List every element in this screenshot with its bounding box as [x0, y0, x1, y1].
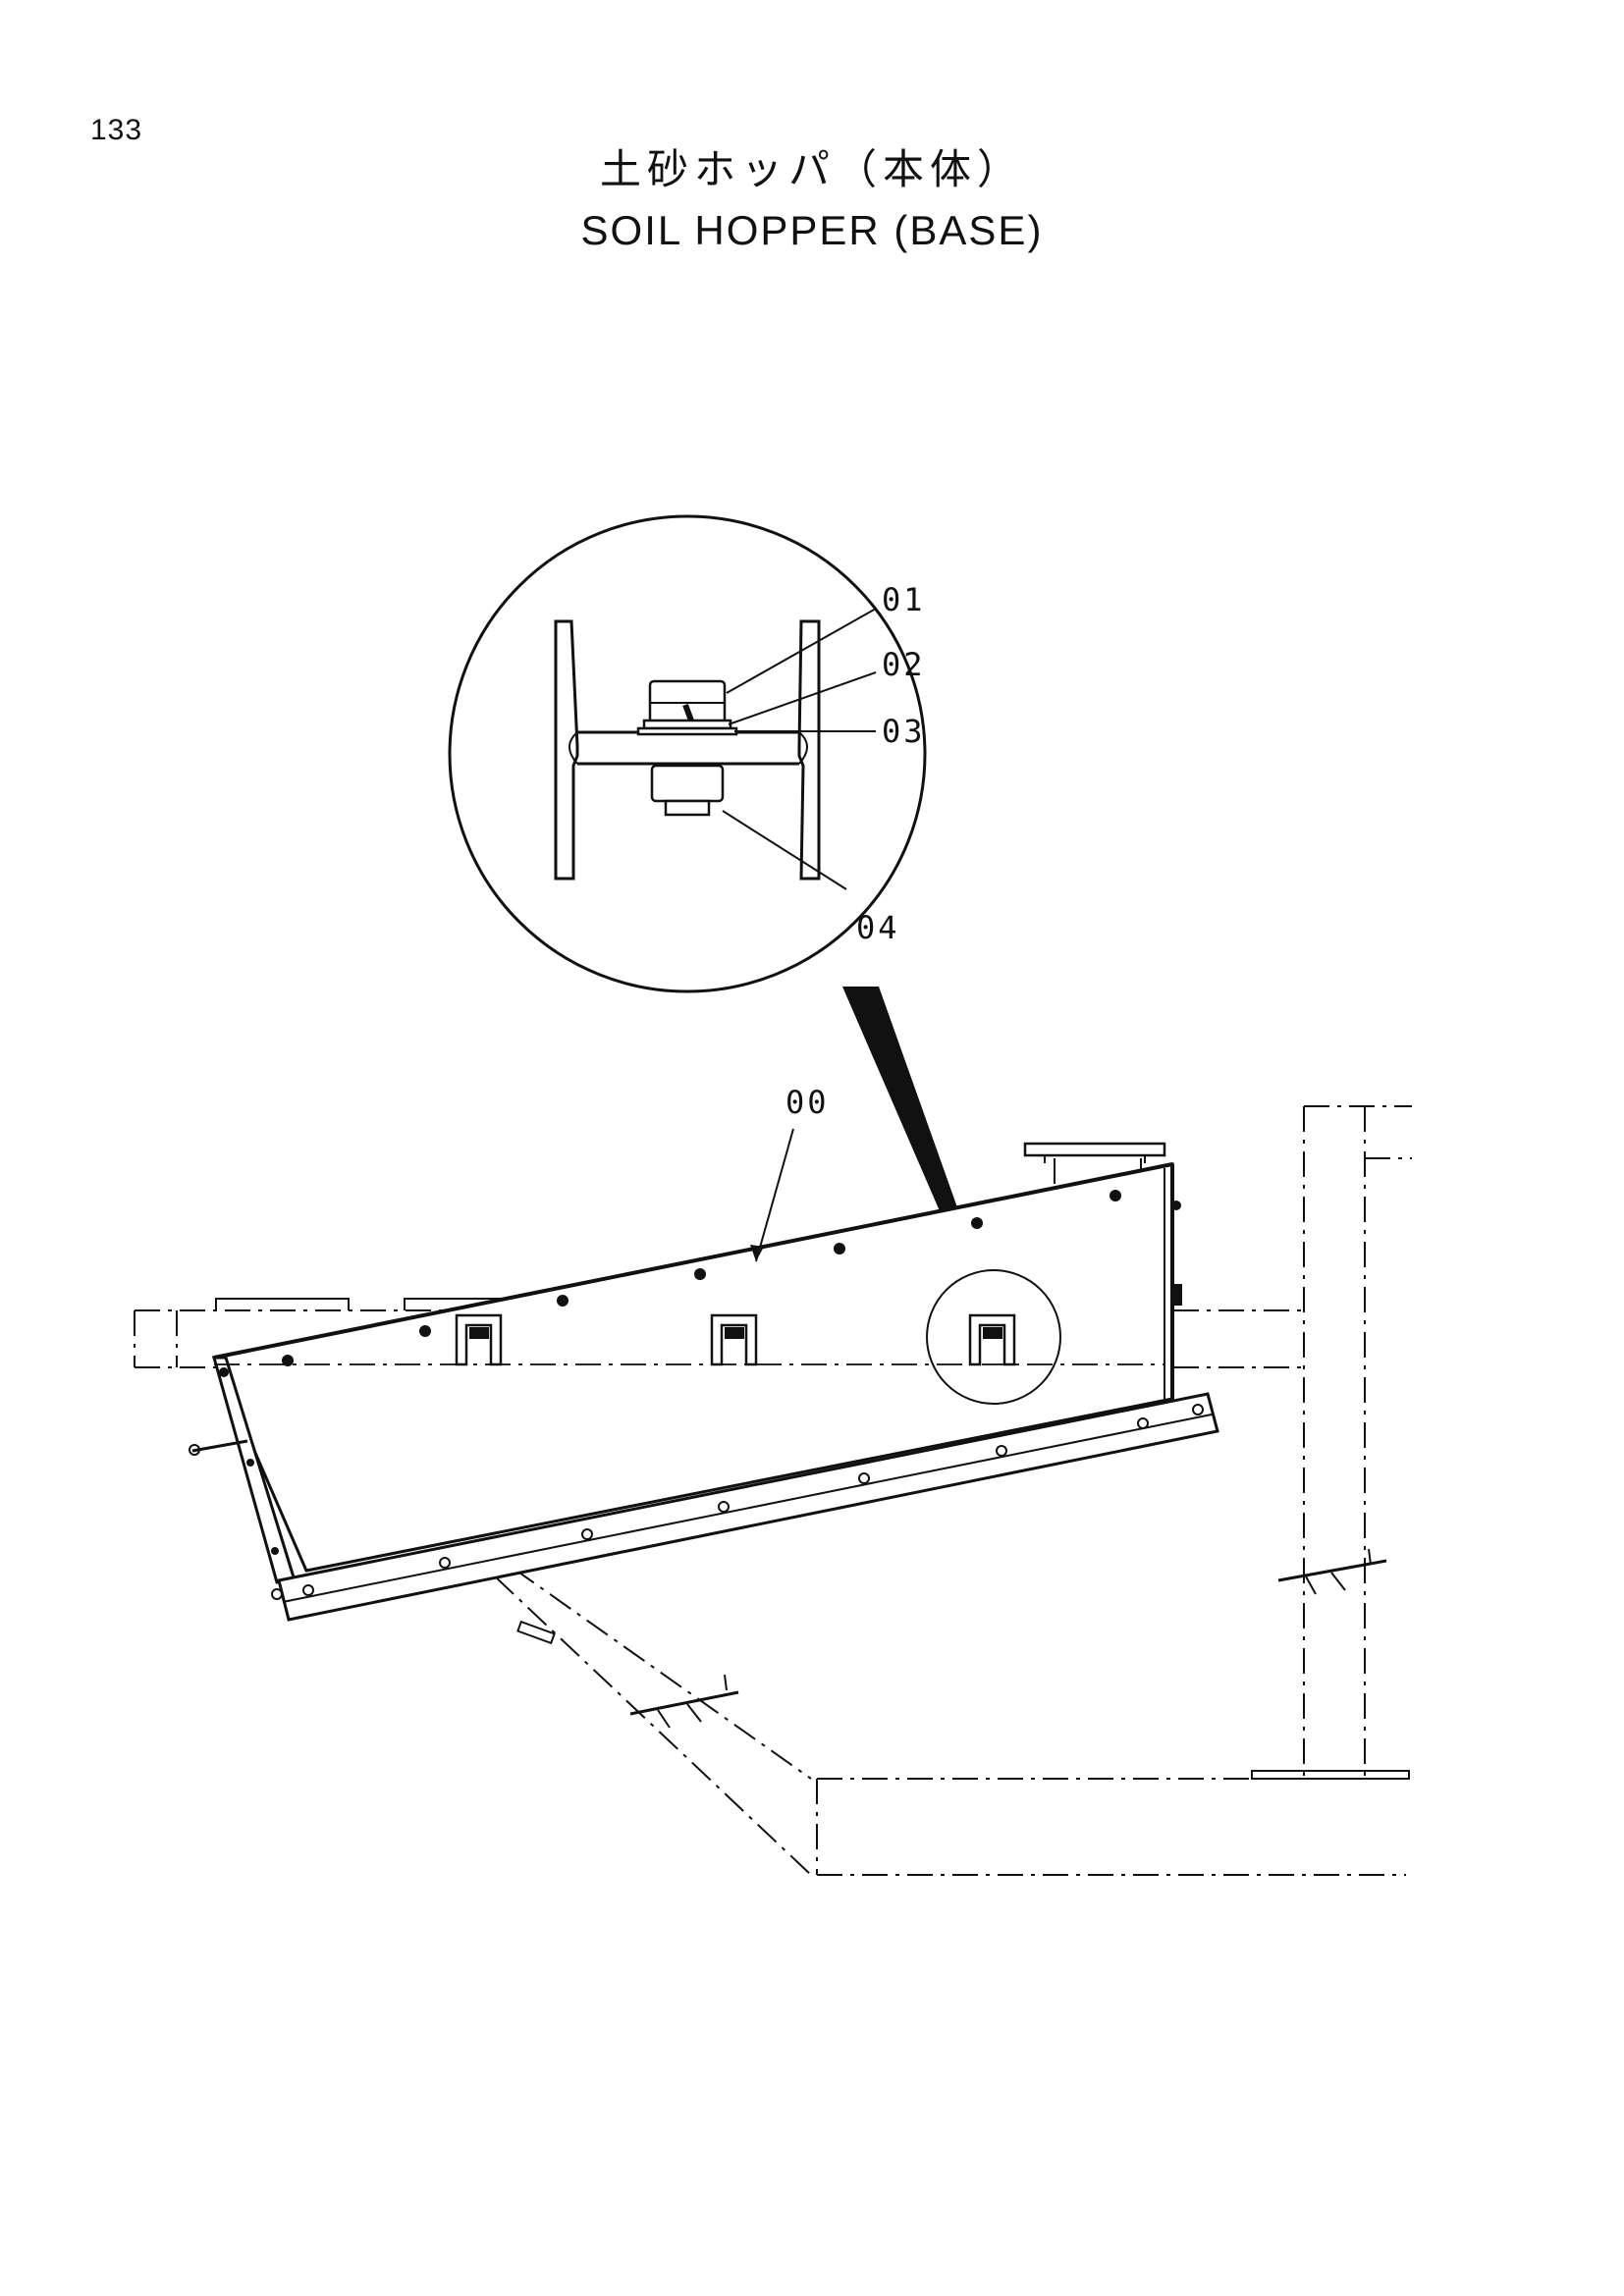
beam-right-flange [797, 619, 821, 881]
clamp-left [629, 1674, 739, 1729]
page-number: 133 [90, 114, 143, 146]
bolt-head [650, 764, 725, 803]
beam-left-flange [554, 619, 579, 881]
callout-03: 03 [882, 713, 926, 750]
top-mount-plate [1023, 1142, 1166, 1163]
title-japanese: 土砂ホッパ（本体） [599, 145, 1024, 193]
detail-view: 01 02 03 04 [448, 514, 927, 993]
i-beam-section [554, 619, 821, 881]
slot-mark [516, 1620, 556, 1645]
bracket-clips [455, 1313, 1016, 1366]
bolt-assembly [636, 679, 738, 817]
clamp-right [1277, 1548, 1387, 1595]
bottom-rail [277, 1392, 1219, 1622]
rail-holes [302, 1404, 1204, 1596]
callout-01: 01 [882, 581, 926, 618]
callout-04: 04 [856, 909, 900, 946]
title-english: SOIL HOPPER (BASE) [580, 207, 1044, 253]
callout-00: 00 [785, 1084, 830, 1121]
flat-washer [636, 726, 738, 736]
soil-hopper-body [189, 1162, 1219, 1622]
detail-reference-circle [926, 1269, 1061, 1405]
bolt-shank [664, 799, 711, 817]
callout-02: 02 [882, 646, 926, 683]
detail-circle [448, 514, 927, 993]
